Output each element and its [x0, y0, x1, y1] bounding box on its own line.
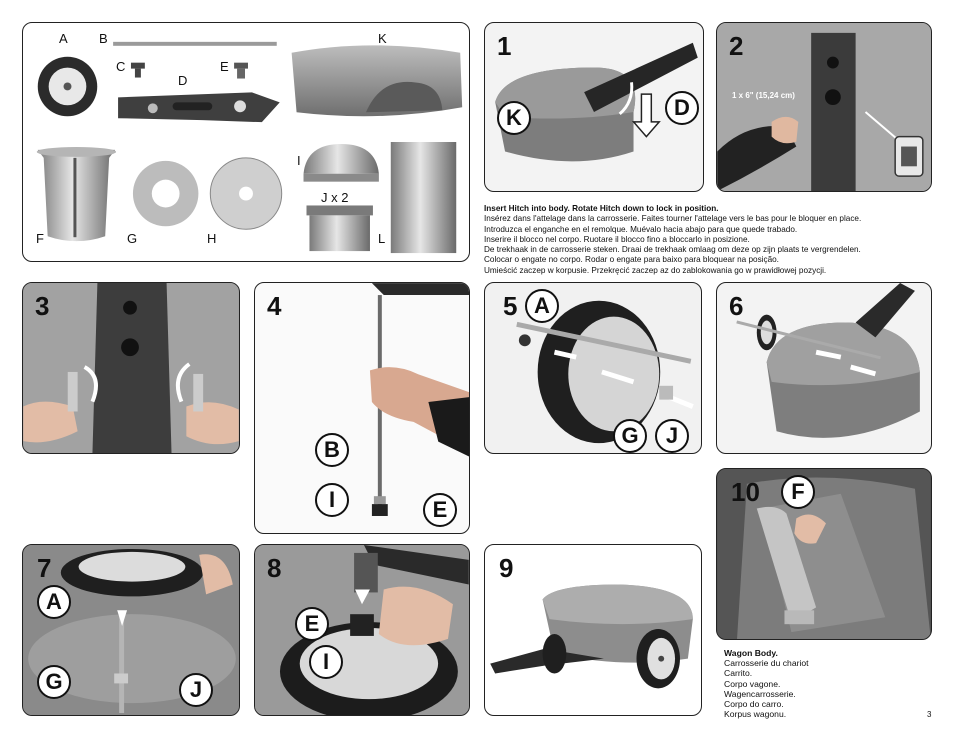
part-label-e: E [220, 59, 229, 74]
step-9-number: 9 [499, 553, 514, 583]
step-7-number: 7 [37, 553, 52, 583]
part-label-j: J x 2 [321, 190, 349, 205]
step-6-photo [717, 283, 931, 453]
step-3-photo [23, 283, 239, 453]
parts-panel: A B C D E K F G H I J x 2 L [22, 22, 470, 262]
wagon-body-line-pl: Korpus wagonu. [724, 709, 787, 720]
step-5-number: 5 [503, 291, 518, 321]
step-5-panel: 5 A G J [484, 282, 702, 454]
step-6-panel: 6 [716, 282, 932, 454]
step-1-photo [485, 23, 703, 191]
part-label-d: D [178, 73, 188, 88]
step-10-number: 10 [731, 477, 760, 507]
part-label-k: K [378, 31, 387, 46]
part-label-c: C [116, 59, 126, 74]
step-9-photo [485, 545, 701, 715]
step-7-callout-a: A [37, 585, 71, 619]
step-4-number: 4 [267, 291, 282, 321]
instructions-line-it: Inserire il blocco nel corpo. Ruotare il… [484, 234, 750, 244]
step-8-panel: 8 E I [254, 544, 470, 716]
part-label-b: B [99, 31, 108, 46]
step-1-callout-d: D [665, 91, 699, 125]
wagon-body-title: Wagon Body. [724, 648, 778, 658]
wagon-body-line-nl: Wagencarrosserie. [724, 688, 796, 699]
step-2-photo [717, 23, 931, 191]
step-7-panel: 7 A G J [22, 544, 240, 716]
part-label-g: G [127, 231, 138, 246]
part-label-i: I [297, 153, 301, 168]
step-5-photo [485, 283, 701, 453]
step-5-callout-g: G [613, 419, 647, 453]
step-8-callout-e: E [295, 607, 329, 641]
step-10-photo [717, 469, 931, 639]
step-8-number: 8 [267, 553, 282, 583]
step-3-panel: 3 [22, 282, 240, 454]
instructions-line-nl: De trekhaak in de carrosserie steken. Dr… [484, 245, 861, 255]
step-7-callout-g: G [37, 665, 71, 699]
part-label-h: H [207, 231, 217, 246]
part-label-a: A [59, 31, 68, 46]
part-label-l: L [378, 231, 386, 246]
wagon-body-text: Wagon Body. Carrosserie du chariot Carri… [724, 648, 924, 719]
step-4-callout-i: I [315, 483, 349, 517]
step-3-number: 3 [35, 291, 50, 321]
step-2-panel: 2 1 x 6" (15,24 cm) [716, 22, 932, 192]
step-6-number: 6 [729, 291, 744, 321]
step-2-number: 2 [729, 31, 744, 61]
step-1-callout-k: K [497, 101, 531, 135]
step-7-callout-j: J [179, 673, 213, 707]
instructions-title: Insert Hitch into body. Rotate Hitch dow… [484, 204, 719, 213]
step-4-callout-b: B [315, 433, 349, 467]
step-1-panel: 1 K D [484, 22, 704, 192]
step-4-panel: 4 B I E [254, 282, 470, 534]
parts-illustration [23, 23, 469, 261]
step-8-callout-i: I [309, 645, 343, 679]
step-8-photo [255, 545, 469, 715]
wagon-body-line-fr: Carrosserie du chariot [724, 658, 809, 669]
step-1-number: 1 [497, 31, 512, 61]
step-5-callout-a: A [525, 289, 559, 323]
hitch-instructions: Insert Hitch into body. Rotate Hitch dow… [484, 204, 924, 276]
step-10-panel: 10 F [716, 468, 932, 640]
step-4-callout-e: E [423, 493, 457, 527]
instructions-line-pt: Colocar o engate no corpo. Rodar o engat… [484, 255, 779, 265]
step-4-photo [255, 283, 469, 533]
instructions-line-es: Introduzca el enganche en el remolque. M… [484, 224, 798, 234]
part-label-f: F [36, 231, 44, 246]
instructions-line-fr: Insérez dans l'attelage dans la carrosse… [484, 214, 862, 224]
step-5-callout-j: J [655, 419, 689, 453]
step-2-measurement: 1 x 6" (15,24 cm) [732, 91, 795, 100]
step-9-panel: 9 [484, 544, 702, 716]
wagon-body-line-it: Corpo vagone. [724, 678, 781, 689]
page-number: 3 [927, 710, 932, 719]
wagon-body-line-pt: Corpo do carro. [724, 699, 784, 710]
step-7-photo [23, 545, 239, 715]
instructions-line-pl: Umieścić zaczep w korpusie. Przekręcić z… [484, 265, 827, 275]
wagon-body-line-es: Carrito. [724, 668, 753, 679]
step-10-callout-f: F [781, 475, 815, 509]
